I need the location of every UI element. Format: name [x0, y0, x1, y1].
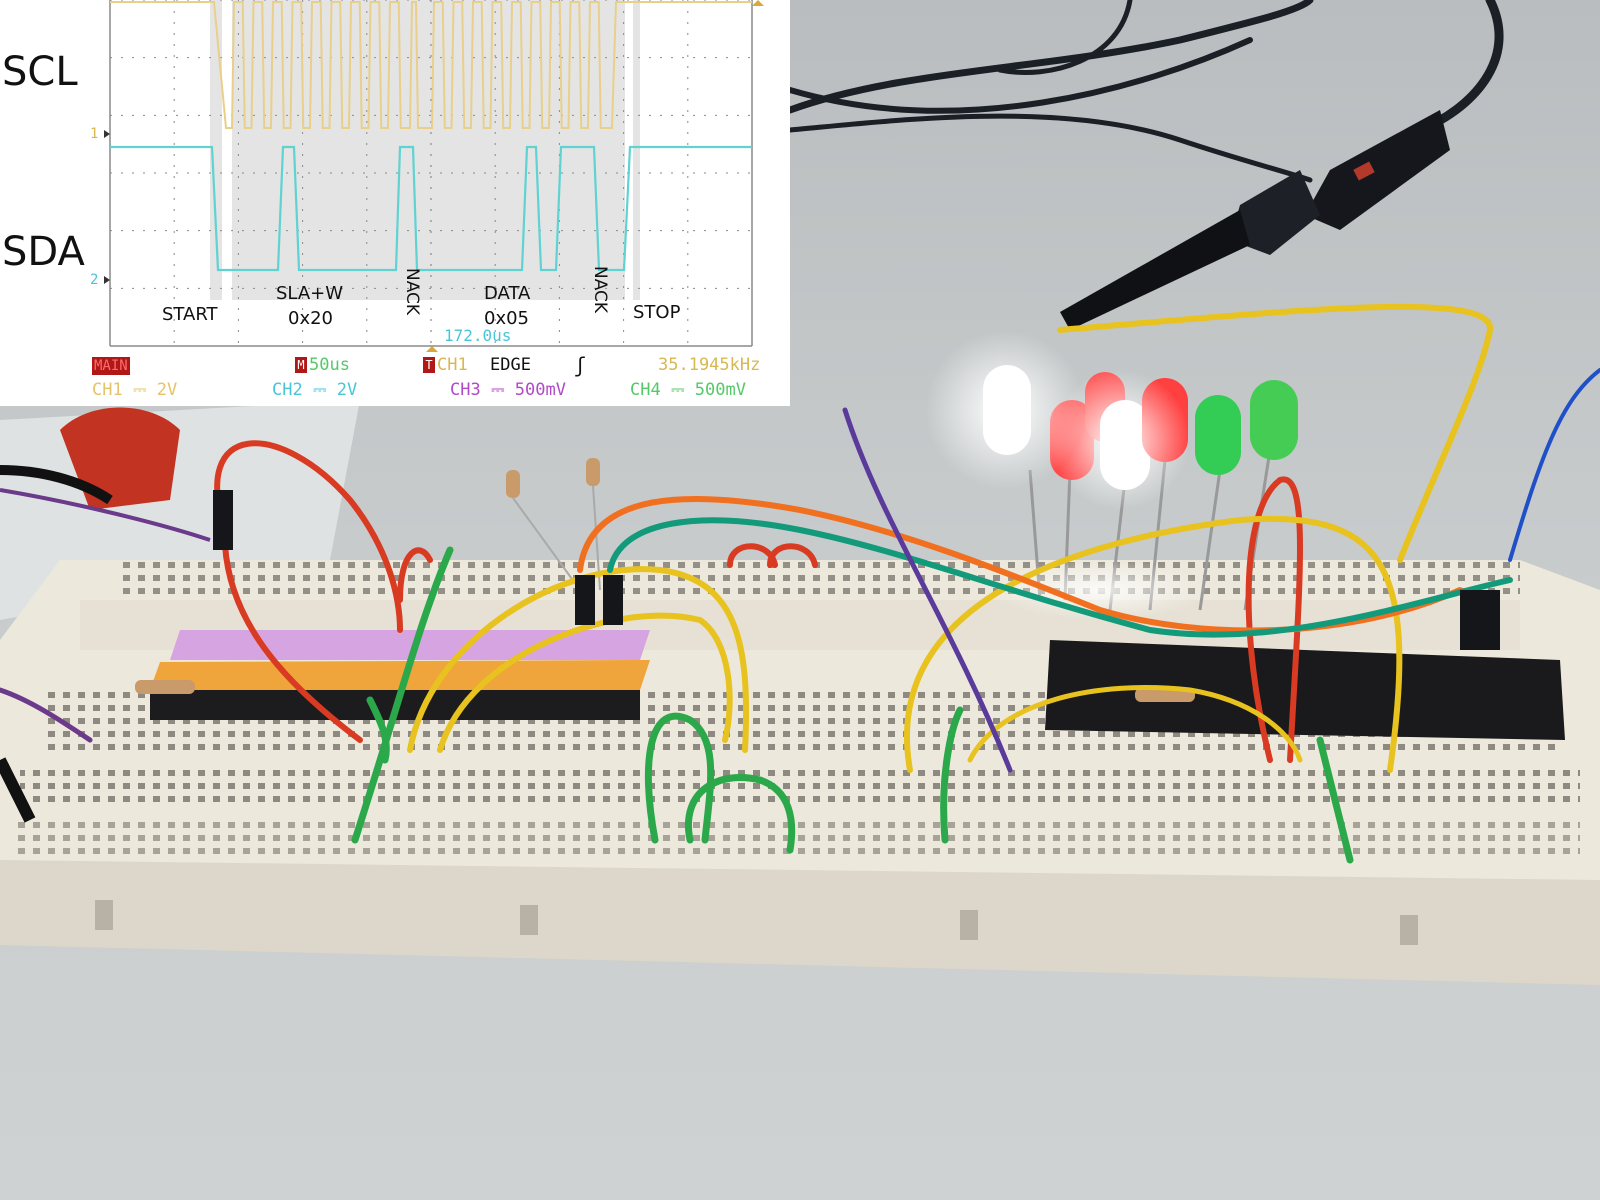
nack-annotation-2: NACK	[590, 266, 610, 314]
ch4-scale-readout: CH4 ⎓ 500mV	[630, 382, 746, 399]
nack-annotation-1: NACK	[402, 268, 422, 316]
status-row-1: MAIN	[92, 357, 130, 375]
oscilloscope-capture: SCL SDA 1 2 START SLA+W 0x20 NACK DATA 0…	[0, 0, 790, 406]
ch3-scale: 500mV	[514, 380, 566, 400]
frequency-readout: 35.1945kHz	[658, 357, 760, 374]
ch2-marker: 2	[90, 272, 99, 288]
trigger-tag: T	[423, 357, 435, 373]
data-value: 0x05	[484, 308, 530, 329]
frequency-value: 35.1945kHz	[658, 355, 761, 375]
red-probe-clip	[0, 407, 211, 542]
ch1-marker: 1	[90, 126, 99, 142]
scope-probe	[1060, 110, 1450, 330]
left-ic-chip	[150, 630, 650, 720]
trigger-type: EDGE	[490, 355, 531, 375]
ch4-scale: 500mV	[694, 380, 746, 400]
trigger-position-marker	[426, 346, 438, 352]
scope-grid	[109, 0, 753, 347]
timebase-tag: M	[295, 357, 307, 373]
data-annotation: DATA	[484, 283, 531, 304]
ch3-scale-readout: CH3 ⎓ 500mV	[450, 382, 566, 399]
timebase-value: 50us	[309, 355, 350, 375]
jumper-wires	[0, 303, 1600, 864]
right-ic-chip	[1045, 640, 1565, 740]
scope-waveform-display	[104, 0, 764, 352]
start-gap	[222, 0, 232, 300]
ch1-scale-readout: CH1 ⎓ 2V	[92, 382, 177, 399]
ch2-scale: 2V	[336, 380, 358, 400]
cursor-time: 172.0us	[444, 328, 511, 344]
ch4-name: CH4	[630, 380, 661, 400]
ch2-coupling-icon: ⎓	[312, 380, 327, 400]
ch1-name: CH1	[92, 380, 123, 400]
start-annotation: START	[162, 304, 218, 325]
trigger-source: CH1	[437, 355, 468, 375]
scl-trace	[110, 0, 752, 129]
ch1-scale: 2V	[156, 380, 178, 400]
scl-label: SCL	[2, 49, 78, 95]
led-array	[925, 330, 1298, 620]
ch2-scale-readout: CH2 ⎓ 2V	[272, 382, 357, 399]
ch3-coupling-icon: ⎓	[490, 380, 505, 400]
sda-trace	[110, 145, 752, 272]
header-pins	[213, 490, 1500, 650]
ch3-name: CH3	[450, 380, 481, 400]
ch4-coupling-icon: ⎓	[670, 380, 685, 400]
cursor-time-value: 172.0us	[444, 326, 512, 345]
black-cable	[0, 757, 36, 823]
top-right-marker	[752, 0, 764, 6]
ch2-name: CH2	[272, 380, 303, 400]
ch1-coupling-icon: ⎓	[132, 380, 147, 400]
ch1-level-arrow	[104, 130, 110, 138]
ch2-level-arrow	[104, 276, 110, 284]
sla-w-annotation: SLA+W	[276, 283, 344, 304]
scl-activity-shading	[210, 0, 640, 300]
trigger-slope-icon: ʃ	[574, 353, 587, 377]
mode-tag: MAIN	[92, 357, 130, 375]
sda-label: SDA	[2, 229, 85, 275]
sla-w-value: 0x20	[288, 308, 334, 329]
stop-annotation: STOP	[633, 302, 681, 323]
